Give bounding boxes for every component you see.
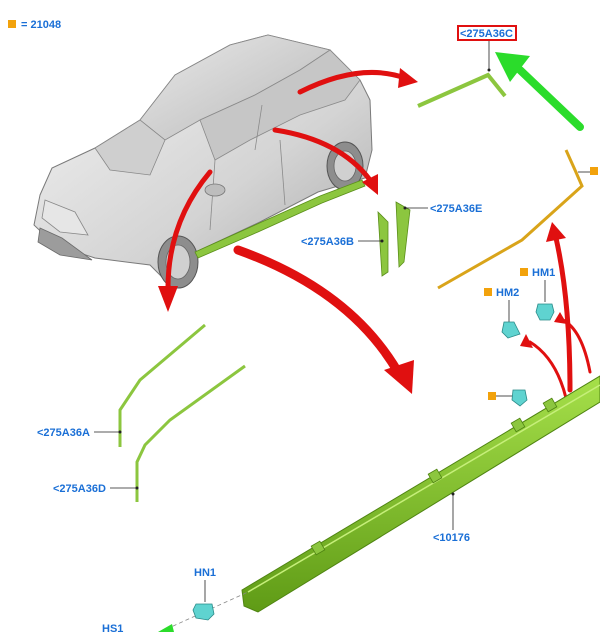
label-hs1[interactable]: HS1 <box>102 623 123 632</box>
clip-unlabeled <box>488 389 528 407</box>
legend: = 21048 <box>8 19 61 31</box>
arrow-head-icon <box>495 52 530 82</box>
arrow-head-icon <box>554 312 567 324</box>
clip-icon <box>535 303 555 321</box>
arrow-head-icon <box>158 286 178 312</box>
clip-hn1: HN1 <box>192 567 216 621</box>
arrow-head-icon <box>362 174 378 195</box>
label-10176[interactable]: <10176 <box>433 532 470 544</box>
clip-icon <box>192 603 215 621</box>
label-hn1[interactable]: HN1 <box>194 567 216 579</box>
part-275a36d: <275A36D <box>53 364 246 502</box>
arrow-head-icon <box>546 222 566 242</box>
part-275a36a: <275A36A <box>37 323 206 447</box>
highlight-box <box>457 25 517 41</box>
legend-swatch <box>8 20 16 28</box>
arrow-head-icon <box>158 624 174 632</box>
label-275a36e[interactable]: <275A36E <box>430 203 482 215</box>
arrow-head-icon <box>398 68 418 88</box>
arrow-head-icon <box>384 360 414 394</box>
part-275a36b: <275A36B <box>301 210 389 277</box>
label-275a36a[interactable]: <275A36A <box>37 427 90 439</box>
legend-text: = 21048 <box>21 19 61 31</box>
clip-hm1: HM1 <box>520 267 555 321</box>
clip-hm2: HM2 <box>484 287 521 339</box>
label-275a36b[interactable]: <275A36B <box>301 236 354 248</box>
orange-part <box>437 149 598 290</box>
clip-icon <box>501 321 521 339</box>
part-275a36c: <275A36C <box>417 25 517 108</box>
clip-icon <box>511 389 528 407</box>
arrow-head-icon <box>520 334 533 348</box>
orange-marker <box>590 167 598 175</box>
green-arrow <box>495 52 584 131</box>
clip-hs1: HS1 <box>102 623 174 632</box>
label-275a36c[interactable]: <275A36C <box>460 28 513 40</box>
part-275a36e: <275A36E <box>395 201 482 268</box>
red-arrows <box>158 68 592 400</box>
label-275a36d[interactable]: <275A36D <box>53 483 106 495</box>
label-hm1[interactable]: HM1 <box>532 267 555 279</box>
label-hm2[interactable]: HM2 <box>496 287 519 299</box>
alignment-line <box>159 591 249 632</box>
part-10176: <10176 <box>241 375 600 613</box>
car-illustration <box>33 34 373 289</box>
